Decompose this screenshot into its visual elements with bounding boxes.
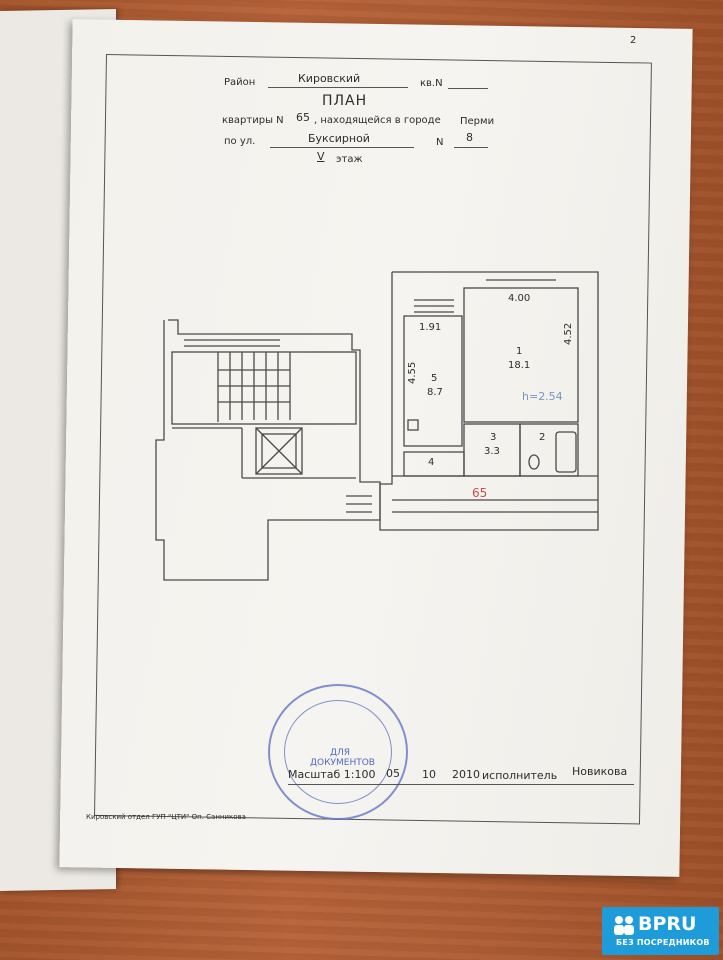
apartment-mark: 65 [472, 486, 488, 500]
room1-number: 1 [516, 346, 523, 357]
executor-value: Новикова [572, 765, 628, 778]
room1-width: 4.00 [508, 293, 531, 304]
room-5 [403, 315, 463, 447]
room1-area: 18.1 [508, 360, 531, 371]
elevator-shaft [255, 427, 303, 475]
room2-number: 2 [539, 432, 546, 443]
room5-width: 1.91 [419, 322, 442, 333]
stairwell-outline [155, 319, 381, 581]
executor-label: исполнитель [482, 769, 558, 782]
floor-value: V [317, 150, 325, 163]
ceiling-height: h=2.54 [522, 390, 563, 403]
room-1 [463, 287, 579, 423]
street-label: по ул. [224, 136, 256, 147]
district-value: Кировский [298, 72, 361, 85]
city-value: Перми [460, 116, 495, 127]
room3-area: 3.3 [484, 446, 500, 457]
house-label: N [436, 137, 444, 148]
room5-number: 5 [431, 373, 438, 384]
date-month: 10 [422, 768, 436, 781]
watermark-brand: BPRU [638, 913, 697, 935]
page-number: 2 [630, 35, 637, 46]
stamp-inner-text: ДЛЯ ДОКУМЕНТОВ [310, 748, 375, 768]
house-value: 8 [466, 131, 473, 144]
room3-number: 3 [490, 432, 497, 443]
room1-length: 4.52 [563, 322, 574, 345]
apartment-label: квартиры N [222, 115, 284, 126]
scale-label: Масштаб 1:100 [288, 768, 376, 781]
room4-number: 4 [428, 457, 435, 468]
document-title: ПЛАН [322, 93, 368, 109]
people-icon [614, 916, 634, 935]
street-value: Буксирной [308, 132, 370, 145]
office-text: Кировский отдел ГУП "ЦТИ" Оп. Санникова [86, 813, 246, 821]
bpru-watermark: BPRU БЕЗ ПОСРЕДНИКОВ [602, 907, 719, 955]
district-label: Район [224, 77, 256, 88]
date-year: 2010 [452, 768, 480, 781]
staircase-box [171, 351, 357, 425]
apartment-value: 65 [296, 111, 310, 124]
block-label: кв.N [420, 78, 443, 89]
floor-label: этаж [336, 154, 363, 165]
room5-area: 8.7 [427, 387, 443, 398]
apartment-outline [379, 271, 599, 531]
located-label: , находящейся в городе [314, 115, 441, 126]
round-seal-stamp [268, 684, 408, 820]
watermark-tagline: БЕЗ ПОСРЕДНИКОВ [616, 938, 710, 947]
date-day: 05 [386, 767, 400, 780]
room5-length: 4.55 [407, 361, 418, 384]
